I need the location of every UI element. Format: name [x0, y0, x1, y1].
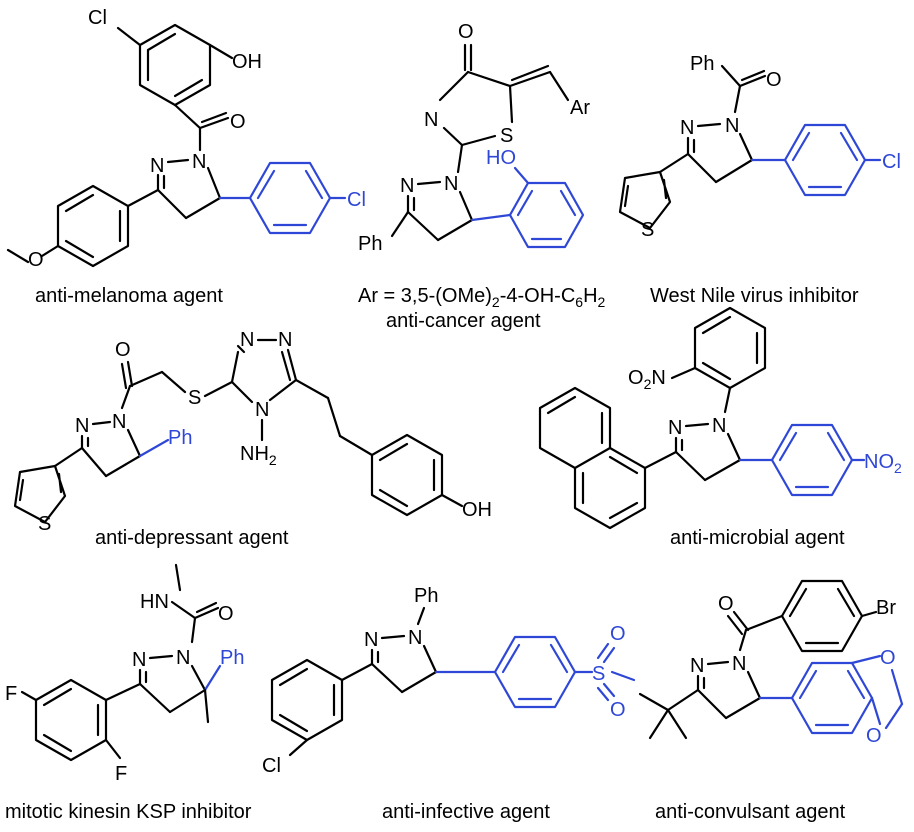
atom-ph: Ph [690, 53, 714, 75]
atom-o2n: O2N [628, 367, 666, 392]
atom-ar: Ar [570, 97, 590, 119]
atom-hn: HN [140, 591, 169, 613]
atom-n: N [424, 109, 438, 131]
atom-f: F [115, 763, 127, 785]
atom-n: N [112, 411, 126, 433]
atom-n: N [240, 329, 254, 351]
atom-n: N [732, 653, 746, 675]
atom-no2-blue: NO2 [864, 451, 902, 476]
caption-west-nile: West Nile virus inhibitor [650, 285, 859, 307]
atom-n: N [680, 117, 694, 139]
atom-n: N [278, 329, 292, 351]
atom-o-blue: O [610, 699, 626, 721]
atom-ph: Ph [414, 585, 438, 607]
atom-s: S [188, 387, 201, 409]
atom-nh2: NH2 [240, 443, 277, 468]
atom-o: O [458, 21, 474, 43]
atom-s: S [500, 125, 513, 147]
atom-o: O [230, 111, 246, 133]
atom-n: N [668, 417, 682, 439]
atom-oh: OH [232, 51, 262, 73]
atom-ph-blue: Ph [220, 647, 244, 669]
structure-anti-convulsant: O Br N N O O anti-convulsant agent [638, 579, 904, 823]
caption-anti-cancer: anti-cancer agent [386, 310, 541, 332]
atom-o: O [28, 249, 44, 271]
atom-o-blue: O [610, 623, 626, 645]
atom-o: O [766, 69, 782, 91]
atom-n: N [150, 155, 164, 177]
atom-n: N [75, 415, 89, 437]
atom-cl-blue: Cl [347, 189, 366, 211]
caption-anti-microbial: anti-microbial agent [670, 527, 845, 549]
atom-s-blue: S [592, 663, 605, 685]
atom-f: F [5, 683, 17, 705]
atom-s: S [641, 219, 654, 241]
atom-n: N [192, 151, 206, 173]
caption-anti-convulsant: anti-convulsant agent [655, 801, 846, 823]
atom-o: O [218, 603, 234, 625]
atom-o-blue: O [880, 647, 896, 669]
atom-br: Br [876, 597, 896, 619]
atom-n: N [712, 415, 726, 437]
caption-anti-infective: anti-infective agent [382, 801, 550, 823]
atom-n: N [400, 175, 414, 197]
structure-west-nile: Ph O N N S Cl West Nile virus inhibitor [618, 53, 901, 307]
atom-cl: Cl [262, 755, 281, 777]
atom-ph-blue: Ph [168, 427, 192, 449]
atom-n: N [364, 629, 378, 651]
structure-anti-depressant: O S N N N NH2 OH N N [13, 329, 492, 549]
atom-n: N [255, 399, 269, 421]
caption-anti-depressant: anti-depressant agent [95, 527, 289, 549]
structure-ksp-inhibitor: HN O N N Ph F F mitotic kinesin KSP inhi… [5, 563, 252, 823]
atom-n: N [132, 649, 146, 671]
atom-ho-blue: HO [486, 147, 516, 169]
atom-ph: Ph [358, 233, 382, 255]
caption-ar-definition: Ar = 3,5-(OMe)2-4-OH-C6H2 [358, 285, 606, 310]
structure-anti-cancer: O S N Ar N N Ph HO Ar = 3,5-(OMe)2-4-OH-… [358, 21, 606, 332]
atom-s: S [38, 513, 51, 535]
atom-n: N [408, 627, 422, 649]
atom-cl-blue: Cl [882, 151, 901, 173]
atom-cl: Cl [88, 7, 107, 29]
caption-ksp-inhibitor: mitotic kinesin KSP inhibitor [5, 801, 252, 823]
structure-anti-melanoma: Cl OH O N N O Cl anti-melanoma agent [6, 7, 366, 307]
structure-anti-infective: Ph N N Cl S O O anti-infective agent [262, 585, 636, 823]
atom-n: N [444, 173, 458, 195]
caption-anti-melanoma: anti-melanoma agent [35, 285, 223, 307]
atom-oh: OH [462, 499, 492, 521]
atom-n: N [176, 647, 190, 669]
atom-o: O [115, 339, 131, 361]
atom-o-blue: O [866, 725, 882, 747]
atom-o: O [718, 593, 734, 615]
structure-anti-microbial: O2N N N NO2 anti-microbial agent [538, 306, 902, 549]
atom-n: N [725, 115, 739, 137]
atom-n: N [690, 655, 704, 677]
